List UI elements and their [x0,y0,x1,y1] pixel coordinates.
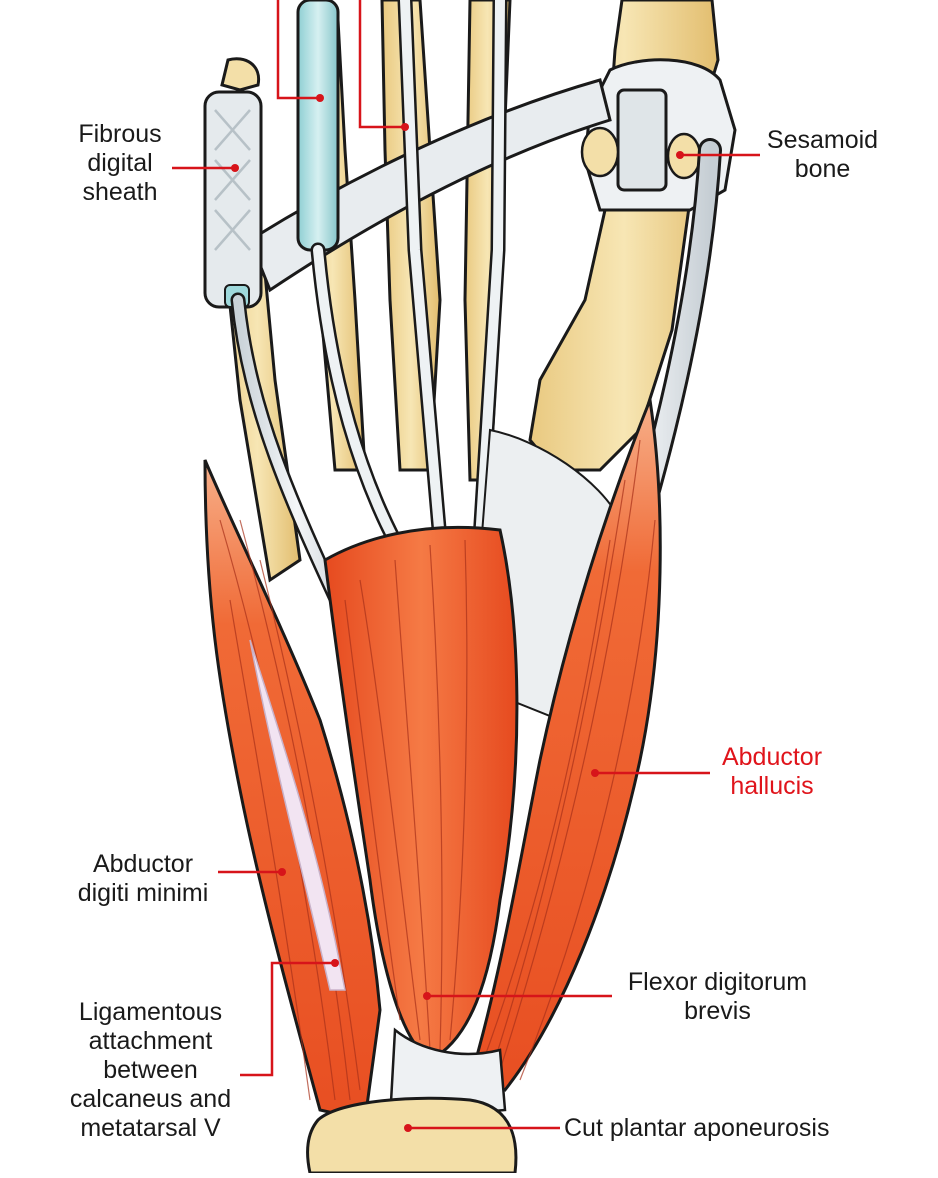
fibrous-digital-sheath [203,57,263,309]
leader-top-2 [358,0,405,129]
hallux [528,0,737,472]
label-fibrous-digital-sheath: Fibrous digital sheath [78,120,162,206]
label-flexor-digitorum-brevis: Flexor digitorum brevis [627,968,808,1025]
leader-lines [172,0,760,1130]
transverse-ligament [248,78,612,293]
leader-dots [231,94,684,1132]
label-abductor-digiti-minimi: Abductor digiti minimi [77,850,209,907]
abductor-hallucis-muscle [468,394,662,1092]
label-abductor-hallucis: Abductor hallucis [721,743,823,800]
leader-top-1 [276,0,320,100]
heel-region [306,1027,518,1175]
ligamentous-attachment-strip [249,639,346,991]
label-ligamentous-attachment: Ligamentous attachment between calcaneus… [69,998,232,1142]
second-toe-sheath [296,0,340,252]
calcaneus [306,1096,518,1175]
label-sesamoid-bone: Sesamoid bone [766,126,879,183]
leader-ligamentous [240,961,335,1077]
label-cut-plantar-aponeurosis: Cut plantar aponeurosis [564,1114,830,1142]
